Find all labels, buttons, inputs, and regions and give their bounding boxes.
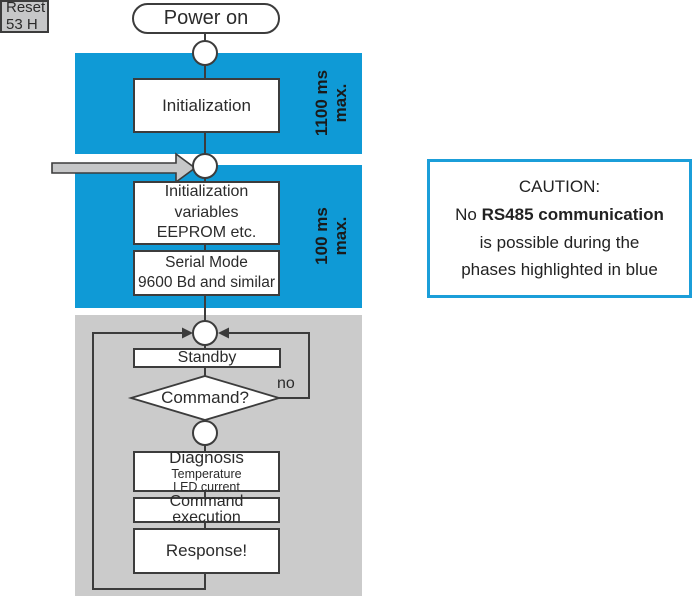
no-label: no <box>277 375 295 392</box>
duration-label-1100ms: 1100 ms max. <box>311 69 350 137</box>
caution-title: CAUTION: <box>518 177 601 197</box>
initialization-box: Initialization <box>133 78 280 133</box>
reset-box: Reset 53 H <box>0 0 49 33</box>
caution-line2: No RS485 communication <box>455 204 664 224</box>
junction-circle-1 <box>192 40 218 66</box>
duration-label-100ms: 100 ms max. <box>311 207 350 265</box>
caution-line3: is possible during the <box>479 232 640 252</box>
diagnosis-box: Diagnosis Temperature LED current <box>133 448 280 493</box>
no-branch-line <box>228 332 310 399</box>
standby-box: Standby <box>133 348 281 368</box>
junction-circle-4 <box>192 420 218 446</box>
caution-box: CAUTION: No RS485 communication is possi… <box>427 159 692 298</box>
caution-line4: phases highlighted in blue <box>461 260 658 280</box>
loop-arrowhead-right-icon <box>218 327 229 339</box>
serial-mode-box: Serial Mode 9600 Bd and similar <box>133 250 280 296</box>
junction-circle-3 <box>192 320 218 346</box>
loop-arrowhead-left-icon <box>182 327 193 339</box>
command-execution-box: Command execution <box>133 494 280 526</box>
response-box: Response! <box>133 528 280 574</box>
reset-arrow-icon <box>51 152 197 184</box>
start-terminator: Power on <box>132 3 280 34</box>
init-variables-box: Initialization variables EEPROM etc. <box>133 181 280 245</box>
command-decision-label: Command? <box>161 388 249 407</box>
caution-bold-text: RS485 communication <box>481 204 664 224</box>
junction-circle-2 <box>192 153 218 179</box>
